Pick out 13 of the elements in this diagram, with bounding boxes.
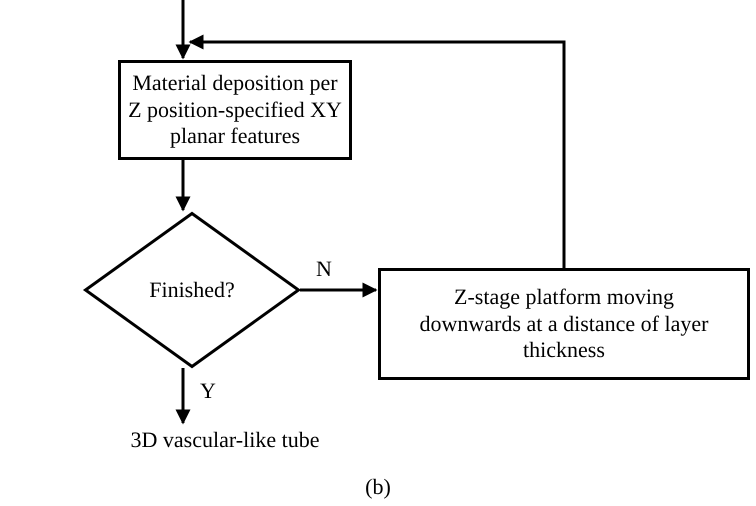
node-text: Finished?	[149, 276, 235, 304]
end-label: 3D vascular-like tube	[130, 426, 320, 454]
node-text: Z-stage platform moving downwards at a distance of layer thickness	[418, 284, 710, 364]
arrow	[176, 160, 190, 212]
arrow	[176, 368, 190, 424]
arrow	[188, 34, 566, 268]
decision-diamond	[84, 212, 300, 368]
caption: (b)	[364, 474, 392, 500]
arrow	[176, 0, 190, 60]
process-box	[118, 60, 352, 160]
arrow	[300, 282, 378, 298]
process-box	[378, 268, 750, 380]
node-text: Material deposition per Z position-specified XY planar features	[127, 70, 343, 150]
